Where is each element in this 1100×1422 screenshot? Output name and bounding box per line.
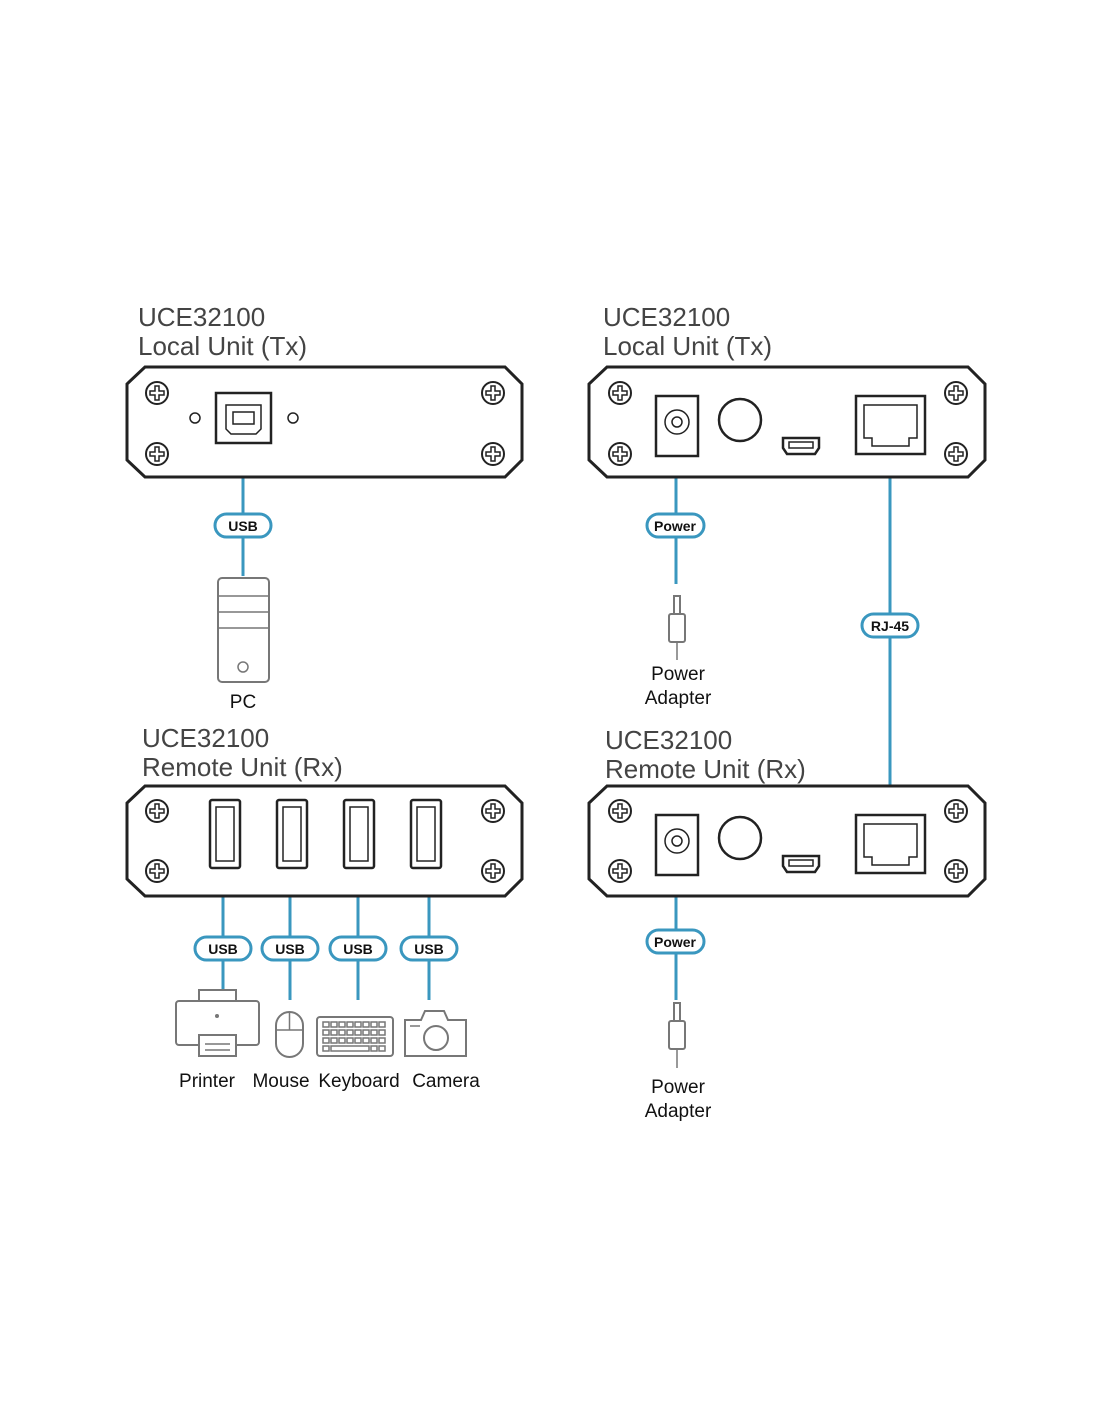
badge-rx-usb-camera: USB <box>399 935 459 962</box>
badge-rj45: RJ-45 <box>860 612 920 639</box>
screw-icon <box>481 442 505 466</box>
badge-rx-power: Power <box>645 928 706 955</box>
usb-a-port-icon <box>275 798 309 870</box>
mouse-icon <box>275 1011 304 1058</box>
device-label-mouse: Mouse <box>252 1071 309 1092</box>
svg-text:USB: USB <box>228 518 258 534</box>
panel-model: UCE32100 <box>605 725 732 755</box>
svg-text:USB: USB <box>275 941 305 957</box>
power-adapter-label-line2: Adapter <box>645 1101 712 1122</box>
cables <box>221 442 892 1000</box>
panel-local-rear: UCE32100 Local Unit (Tx) <box>587 302 987 479</box>
screw-icon <box>944 859 968 883</box>
camera-icon <box>404 1010 467 1057</box>
panel-model: UCE32100 <box>603 302 730 332</box>
power-button-icon <box>717 397 763 443</box>
screw-icon <box>481 799 505 823</box>
svg-text:Power: Power <box>654 934 697 950</box>
panel-local-usb: UCE32100 Local Unit (Tx) <box>125 302 524 479</box>
svg-text:Power: Power <box>654 518 697 534</box>
screw-icon <box>608 859 632 883</box>
screw-icon <box>481 859 505 883</box>
panel-name: Local Unit (Tx) <box>138 331 307 361</box>
led-icon <box>189 412 201 424</box>
screw-icon <box>944 799 968 823</box>
panel-name: Remote Unit (Rx) <box>142 752 343 782</box>
pc-tower-icon <box>217 577 270 683</box>
usb-a-port-icon <box>208 798 242 870</box>
svg-text:USB: USB <box>414 941 444 957</box>
badge-rx-usb-mouse: USB <box>260 935 320 962</box>
panel-name: Local Unit (Tx) <box>603 331 772 361</box>
screw-icon <box>608 442 632 466</box>
pc-label: PC <box>230 692 256 713</box>
power-plug-icon <box>668 595 686 660</box>
dc-power-jack-icon <box>654 813 700 877</box>
hdmi-port-icon <box>781 854 821 874</box>
led-icon <box>287 412 299 424</box>
device-label-printer: Printer <box>179 1071 236 1092</box>
svg-text:RJ-45: RJ-45 <box>871 618 909 634</box>
panel-model: UCE32100 <box>138 302 265 332</box>
panel-model: UCE32100 <box>142 723 269 753</box>
power-plug-icon <box>668 1002 686 1068</box>
usb-a-port-icon <box>342 798 376 870</box>
screw-icon <box>481 381 505 405</box>
device-label-camera: Camera <box>412 1071 480 1092</box>
dc-power-jack-icon <box>654 394 700 458</box>
badge-tx-power: Power <box>645 512 706 539</box>
usb-a-port-icon <box>409 798 443 870</box>
power-adapter-label-line1: Power <box>651 664 706 685</box>
rj45-port-icon <box>854 813 927 875</box>
power-adapter-label-line1: Power <box>651 1077 706 1098</box>
badge-rx-usb-printer: USB <box>193 935 253 962</box>
svg-text:USB: USB <box>343 941 373 957</box>
hdmi-port-icon <box>781 436 821 456</box>
screw-icon <box>145 381 169 405</box>
keyboard-icon <box>316 1016 394 1057</box>
screw-icon <box>145 859 169 883</box>
power-button-icon <box>717 815 763 861</box>
panel-remote-usb: UCE32100 Remote Unit (Rx) <box>125 723 524 898</box>
rj45-port-icon <box>854 394 927 456</box>
device-label-keyboard: Keyboard <box>318 1071 399 1092</box>
power-adapter-label-line2: Adapter <box>645 688 712 709</box>
badge-rx-usb-keyboard: USB <box>328 935 388 962</box>
panel-remote-rear: UCE32100 Remote Unit (Rx) <box>587 725 987 898</box>
badge-tx-usb: USB <box>213 512 273 539</box>
screw-icon <box>944 381 968 405</box>
cable-badges: USB Power RJ-45 USB USB USB USB Power <box>193 512 920 962</box>
usb-b-port-icon <box>214 391 273 445</box>
panel-name: Remote Unit (Rx) <box>605 754 806 784</box>
screw-icon <box>944 442 968 466</box>
screw-icon <box>145 442 169 466</box>
printer-icon <box>175 989 260 1057</box>
screw-icon <box>145 799 169 823</box>
svg-text:USB: USB <box>208 941 238 957</box>
screw-icon <box>608 381 632 405</box>
screw-icon <box>608 799 632 823</box>
